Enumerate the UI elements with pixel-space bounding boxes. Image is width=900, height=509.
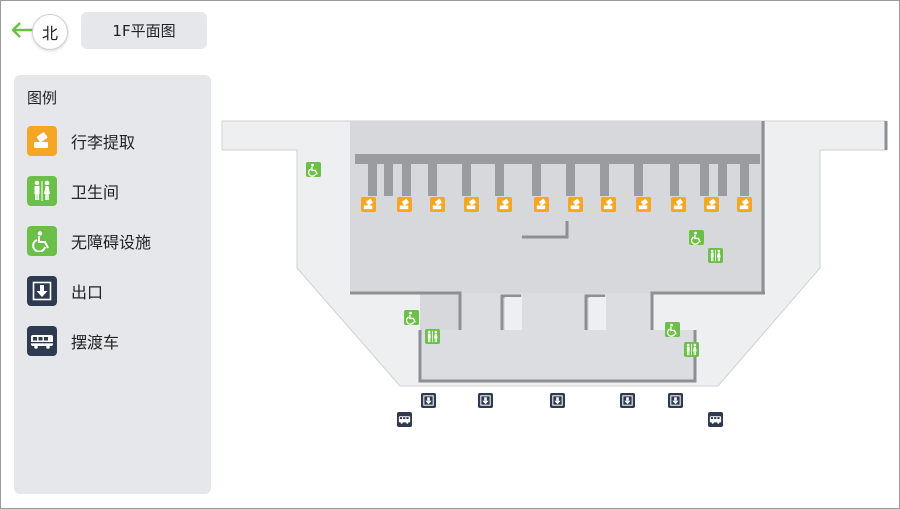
shuttle-bus-icon bbox=[27, 326, 57, 356]
legend-label: 摆渡车 bbox=[71, 333, 120, 352]
legend-item-shuttle: 摆渡车 bbox=[27, 325, 197, 357]
legend-label: 出口 bbox=[71, 283, 104, 302]
shuttle-bus-icon bbox=[397, 412, 412, 427]
baggage-claim-icon bbox=[704, 197, 719, 212]
legend-item-baggage: 行李提取 bbox=[27, 125, 197, 157]
accessibility-icon bbox=[27, 226, 57, 256]
legend-item-restroom: 卫生间 bbox=[27, 175, 197, 207]
exit-icon bbox=[478, 393, 493, 408]
baggage-carousels bbox=[355, 154, 760, 196]
compass-label: 北 bbox=[41, 24, 58, 43]
legend-label: 卫生间 bbox=[71, 183, 120, 202]
exit-icon bbox=[421, 393, 436, 408]
legend-title: 图例 bbox=[27, 89, 58, 107]
arrival-hall-area bbox=[420, 330, 695, 381]
pillar-right bbox=[589, 297, 606, 330]
restroom-icon bbox=[684, 342, 699, 357]
floor-selector-button[interactable]: 1F平面图 bbox=[81, 12, 207, 49]
legend-label: 无障碍设施 bbox=[71, 233, 152, 252]
baggage-claim-icon bbox=[568, 197, 583, 212]
baggage-claim-icon bbox=[361, 197, 376, 212]
baggage-hall-area bbox=[350, 121, 765, 330]
baggage-claim-icon bbox=[497, 197, 512, 212]
restroom-icon bbox=[425, 329, 440, 344]
accessibility-icon bbox=[404, 310, 419, 325]
baggage-claim-icon bbox=[397, 197, 412, 212]
exit-icon bbox=[620, 393, 635, 408]
restroom-icon bbox=[708, 248, 723, 263]
compass-north-button[interactable]: 北 bbox=[32, 14, 68, 50]
corridor-area bbox=[460, 293, 652, 333]
baggage-claim-icon bbox=[430, 197, 445, 212]
baggage-claim-icon bbox=[464, 197, 479, 212]
exit-icon bbox=[550, 393, 565, 408]
baggage-claim-icon bbox=[636, 197, 651, 212]
legend-item-exit: 出口 bbox=[27, 275, 197, 307]
pillar-left bbox=[505, 297, 522, 330]
legend-panel: 图例 行李提取 卫生间 无障碍设施 bbox=[14, 75, 211, 494]
accessibility-icon bbox=[665, 322, 680, 337]
accessibility-icon bbox=[689, 230, 704, 245]
exit-icon bbox=[668, 393, 683, 408]
restroom-icon bbox=[27, 176, 57, 206]
baggage-claim-icon bbox=[534, 197, 549, 212]
accessibility-icon bbox=[306, 162, 321, 177]
baggage-claim-icon bbox=[601, 197, 616, 212]
back-arrow-icon[interactable] bbox=[10, 21, 34, 39]
legend-item-accessibility: 无障碍设施 bbox=[27, 225, 197, 257]
baggage-claim-icon bbox=[27, 126, 57, 156]
legend-label: 行李提取 bbox=[71, 133, 136, 152]
floor-label: 1F平面图 bbox=[112, 22, 176, 40]
exit-icon bbox=[27, 276, 57, 306]
shuttle-bus-icon bbox=[708, 412, 723, 427]
baggage-claim-icon bbox=[671, 197, 686, 212]
baggage-claim-icon bbox=[737, 197, 752, 212]
